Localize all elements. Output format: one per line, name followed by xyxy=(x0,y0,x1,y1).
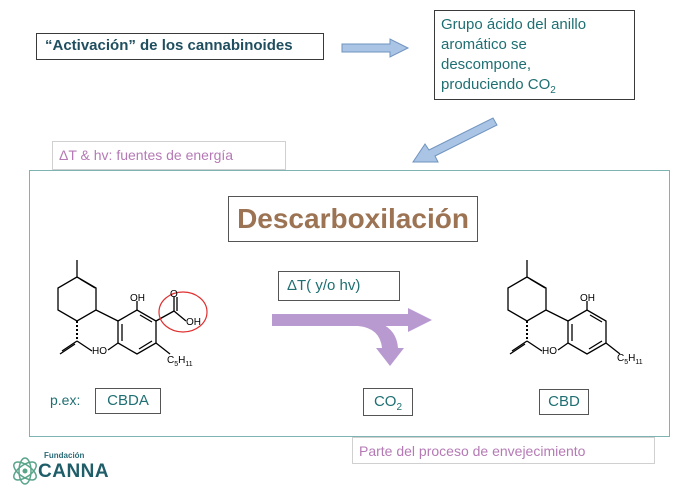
right-arrow-icon xyxy=(341,38,410,58)
diagonal-arrow-icon xyxy=(412,117,498,163)
acid-note-line-1: Grupo ácido del anillo xyxy=(441,16,587,33)
page-title: Descarboxilación xyxy=(237,203,469,234)
co2-label-box: CO2 xyxy=(363,388,413,416)
cbda-oh-top: OH xyxy=(130,293,145,304)
logo-small-text: Fundación xyxy=(44,451,85,460)
acid-note-line-2: aromático se xyxy=(441,36,527,53)
energy-sources-label: ΔT & hv: fuentes de energía xyxy=(59,147,234,163)
cbd-label: CBD xyxy=(548,393,580,410)
cbda-oh-acid: OH xyxy=(186,317,201,328)
cbda-label-box: CBDA xyxy=(95,388,161,414)
activation-label: “Activación” de los cannabinoides xyxy=(45,37,293,54)
fundacion-canna-logo: Fundación CANNA xyxy=(10,449,120,493)
cbda-ho: HO xyxy=(92,346,107,357)
title-box: Descarboxilación xyxy=(228,196,478,242)
cbda-o: O xyxy=(170,289,178,300)
cbd-oh-top: OH xyxy=(580,293,595,304)
atom-icon xyxy=(13,457,37,485)
example-prefix: p.ex: xyxy=(50,392,81,408)
activation-label-box: “Activación” de los cannabinoides xyxy=(36,33,324,60)
cbda-label: CBDA xyxy=(107,392,149,409)
acid-group-note: Grupo ácido del anillo aromático se desc… xyxy=(434,10,635,100)
cbd-label-box: CBD xyxy=(539,389,589,415)
cbda-c5h11: C5H11 xyxy=(167,355,193,368)
conditions-label: ΔT( y/o hv) xyxy=(287,277,361,294)
cbd-c5h11: C5H11 xyxy=(617,353,643,366)
energy-sources-box: ΔT & hv: fuentes de energía xyxy=(52,141,286,170)
aging-note: Parte del proceso de envejecimiento xyxy=(359,443,586,459)
logo-big-text: CANNA xyxy=(38,461,110,482)
cbda-molecule: OH O OH HO C5H11 xyxy=(57,260,208,368)
cbd-molecule: OH HO C5H11 xyxy=(507,260,643,366)
conditions-box: ΔT( y/o hv) xyxy=(278,271,400,301)
co2-label: CO2 xyxy=(373,393,403,413)
acid-note-line-4: produciendo CO2 xyxy=(441,76,556,96)
cbd-ho: HO xyxy=(542,346,557,357)
reaction-arrow-icon xyxy=(272,308,432,366)
aging-note-box: Parte del proceso de envejecimiento xyxy=(352,437,655,464)
acid-note-line-3: descompone, xyxy=(441,56,532,73)
